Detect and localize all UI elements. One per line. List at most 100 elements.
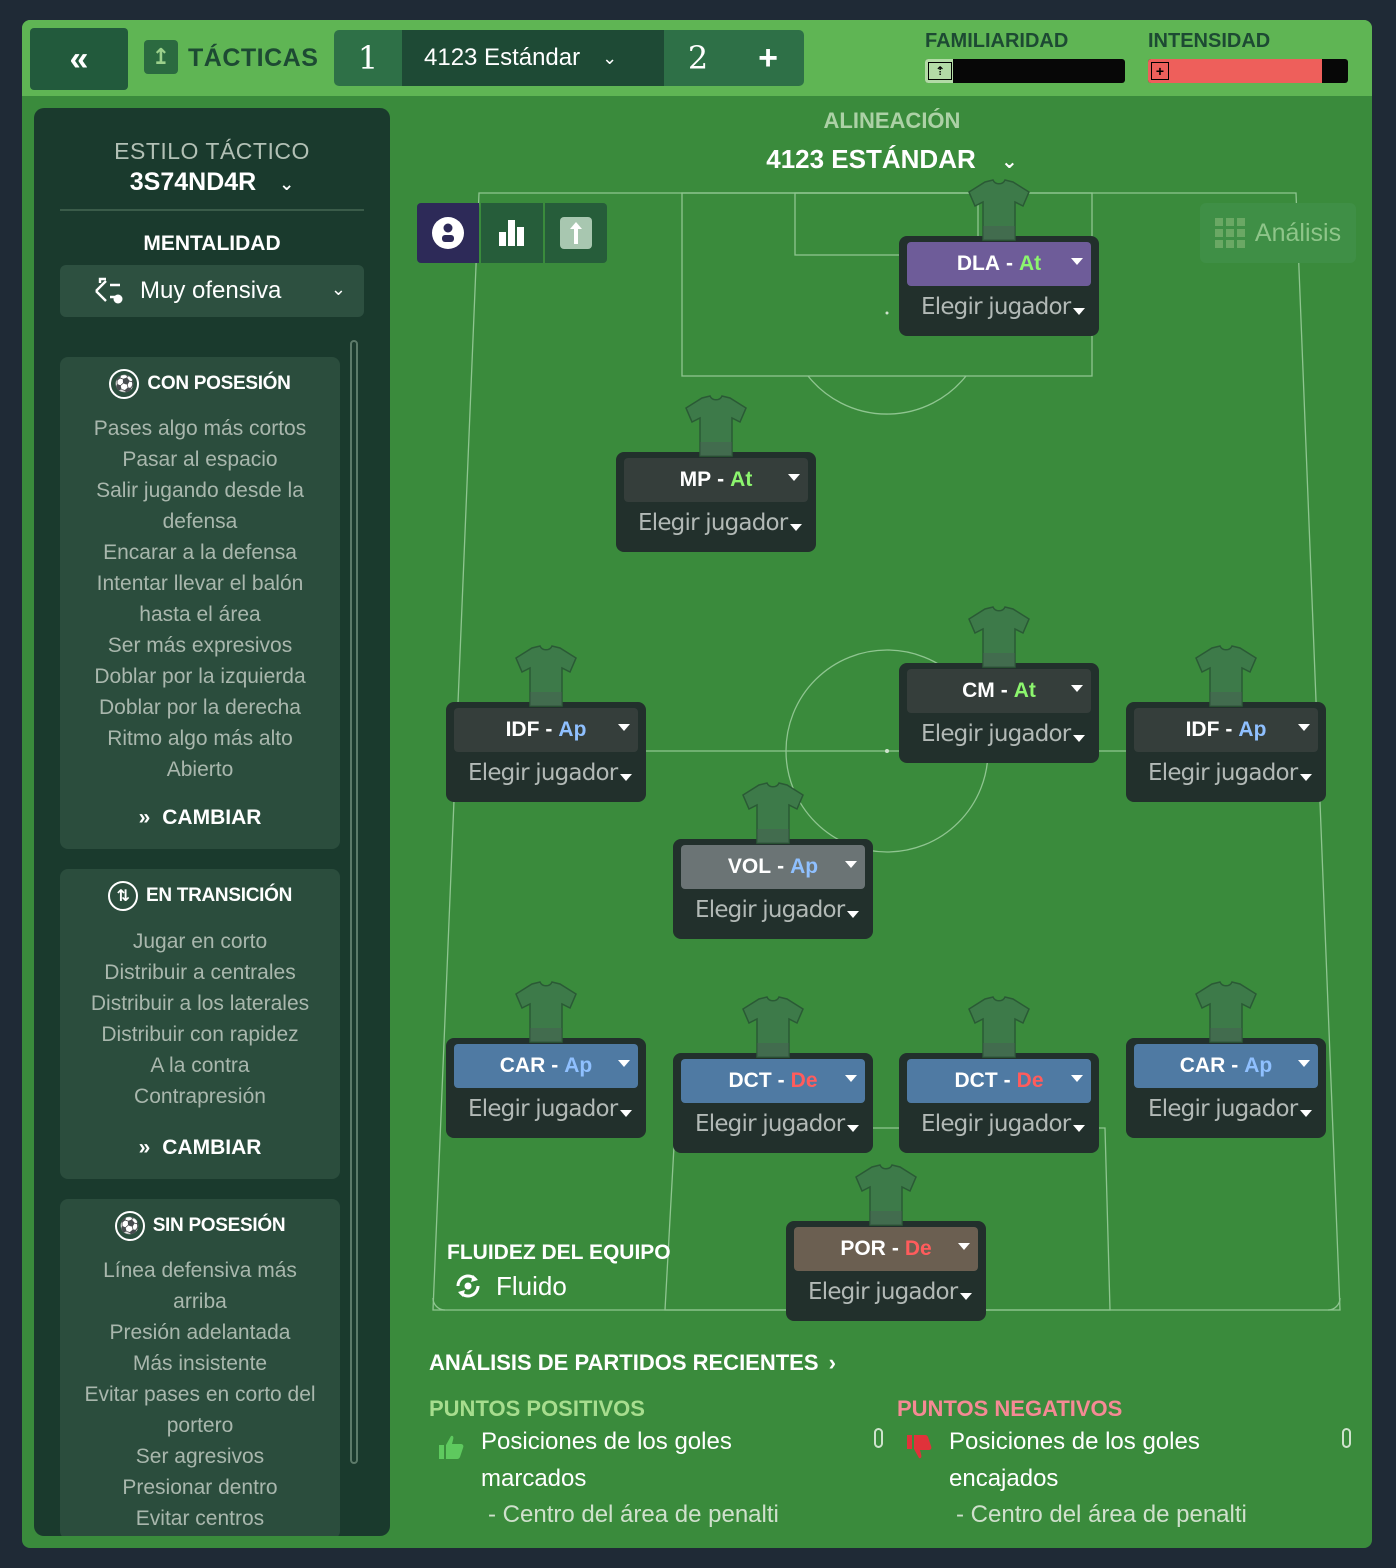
role-select[interactable]: IDF-Ap (454, 708, 638, 752)
shirt-icon (685, 395, 747, 457)
caret-down-icon (845, 861, 857, 868)
in-transition-item: A la contra (150, 1054, 250, 1077)
role-duty: De (904, 1237, 932, 1260)
mentality-arrows-icon (95, 277, 123, 304)
in-possession-change-button[interactable]: » CAMBIAR (60, 806, 340, 830)
positives-scrollbar[interactable] (874, 1428, 883, 1448)
choose-player-select[interactable]: Elegir jugador (921, 1111, 1071, 1137)
caret-down-icon (1073, 308, 1085, 315)
shirt-icon (968, 606, 1030, 668)
in-possession-item: Doblar por la derecha (99, 696, 301, 719)
choose-player-select[interactable]: Elegir jugador (695, 1111, 845, 1137)
double-chevron-right-icon: » (138, 806, 151, 829)
role-select[interactable]: DCT-De (681, 1059, 865, 1103)
familiarity-icon: ⇡ (928, 62, 952, 80)
positive-point-line-2: marcados (481, 1465, 587, 1492)
out-possession-item: Evitar pases en corto del (84, 1383, 316, 1406)
view-stats-button[interactable] (481, 203, 543, 263)
recent-analysis-link[interactable]: ANÁLISIS DE PARTIDOS RECIENTES › (429, 1350, 836, 1376)
double-chevron-left-icon: « (69, 39, 89, 78)
role-separator: - (1006, 252, 1013, 275)
caret-down-icon (788, 474, 800, 481)
positives-label: PUNTOS POSITIVOS (429, 1396, 645, 1421)
back-button[interactable]: « (30, 28, 128, 90)
role-duty: Ap (558, 718, 587, 741)
tab-tactic-1[interactable]: 1 (334, 30, 402, 86)
caret-down-icon (1071, 1075, 1083, 1082)
mentality-label: MENTALIDAD (143, 232, 281, 255)
in-possession-item: hasta el área (139, 603, 261, 626)
shirt-icon (742, 996, 804, 1058)
role-name: POR (840, 1237, 886, 1260)
double-chevron-right-icon: » (138, 1136, 151, 1159)
change-label: CAMBIAR (162, 1136, 262, 1159)
choose-player-select[interactable]: Elegir jugador (1148, 1096, 1298, 1122)
tab-tactic-2[interactable]: 2 (664, 30, 732, 86)
role-select[interactable]: CAR-Ap (454, 1044, 638, 1088)
caret-down-icon (1071, 685, 1083, 692)
role-select[interactable]: DLA-At (907, 242, 1091, 286)
intensity-meter[interactable]: + (1148, 59, 1348, 83)
role-select[interactable]: MP-At (624, 458, 808, 502)
in-transition-change-button[interactable]: » CAMBIAR (60, 1136, 340, 1160)
role-select[interactable]: CAR-Ap (1134, 1044, 1318, 1088)
chevron-down-icon: ⌄ (602, 47, 618, 68)
person-icon (432, 217, 464, 249)
transition-arrows-icon: ⇅ (108, 881, 138, 911)
role-name: DCT (728, 1069, 772, 1092)
role-select[interactable]: POR-De (794, 1227, 978, 1271)
role-select[interactable]: DCT-De (907, 1059, 1091, 1103)
top-bar: « ↥ TÁCTICAS 1 4123 Estándar ⌄ 2 + FAMIL… (22, 20, 1372, 96)
role-separator: - (551, 1054, 559, 1077)
role-select[interactable]: CM-At (907, 669, 1091, 713)
role-name: IDF (505, 718, 540, 741)
tactic-select[interactable]: 4123 Estándar ⌄ (402, 30, 664, 86)
choose-player-select[interactable]: Elegir jugador (468, 760, 618, 786)
role-name: VOL (727, 855, 772, 878)
role-select[interactable]: IDF-Ap (1134, 708, 1318, 752)
choose-player-select[interactable]: Elegir jugador (921, 721, 1071, 747)
choose-player-select[interactable]: Elegir jugador (921, 294, 1071, 320)
shirt-icon (968, 179, 1030, 241)
mentality-value: Muy ofensiva (140, 277, 282, 304)
tactic-name: 4123 Estándar (424, 44, 581, 71)
analysis-button[interactable]: Análisis (1200, 203, 1356, 263)
role-duty: Ap (1238, 718, 1267, 741)
role-select[interactable]: VOL-Ap (681, 845, 865, 889)
positive-point-detail: - Centro del área de penalti (488, 1501, 779, 1528)
choose-player-select[interactable]: Elegir jugador (638, 510, 788, 536)
thumbs-down-icon (907, 1435, 932, 1459)
tactical-style-select[interactable]: 3S74ND4R ⌄ (34, 168, 390, 197)
positive-point-line-1: Posiciones de los goles (481, 1428, 732, 1455)
out-possession-title: SIN POSESIÓN (152, 1215, 286, 1236)
choose-player-select[interactable]: Elegir jugador (468, 1096, 618, 1122)
formation-select[interactable]: 4123 ESTÁNDAR ⌄ (642, 144, 1142, 175)
tactical-style-label: ESTILO TÁCTICO (114, 138, 310, 164)
shirt-icon (742, 782, 804, 844)
negatives-scrollbar[interactable] (1342, 1428, 1351, 1448)
mentality-select[interactable]: Muy ofensiva ⌄ (60, 265, 364, 317)
view-roles-button[interactable] (417, 203, 479, 263)
in-possession-item: defensa (162, 510, 238, 533)
tactical-style-value: 3S74ND4R (129, 168, 257, 196)
intensity-plus-icon: + (1151, 62, 1169, 80)
add-tactic-button[interactable]: + (732, 30, 804, 86)
caret-down-icon (1073, 735, 1085, 742)
choose-player-select[interactable]: Elegir jugador (808, 1279, 958, 1305)
familiarity-meter[interactable]: ⇡ (925, 59, 1125, 83)
view-tactics-button[interactable] (545, 203, 607, 263)
choose-player-select[interactable]: Elegir jugador (1148, 760, 1298, 786)
choose-player-select[interactable]: Elegir jugador (695, 897, 845, 923)
shirt-icon (1195, 645, 1257, 707)
role-name: CAR (499, 1054, 546, 1077)
sidebar-scrollbar[interactable] (350, 340, 358, 1464)
grid-icon (1214, 218, 1245, 248)
